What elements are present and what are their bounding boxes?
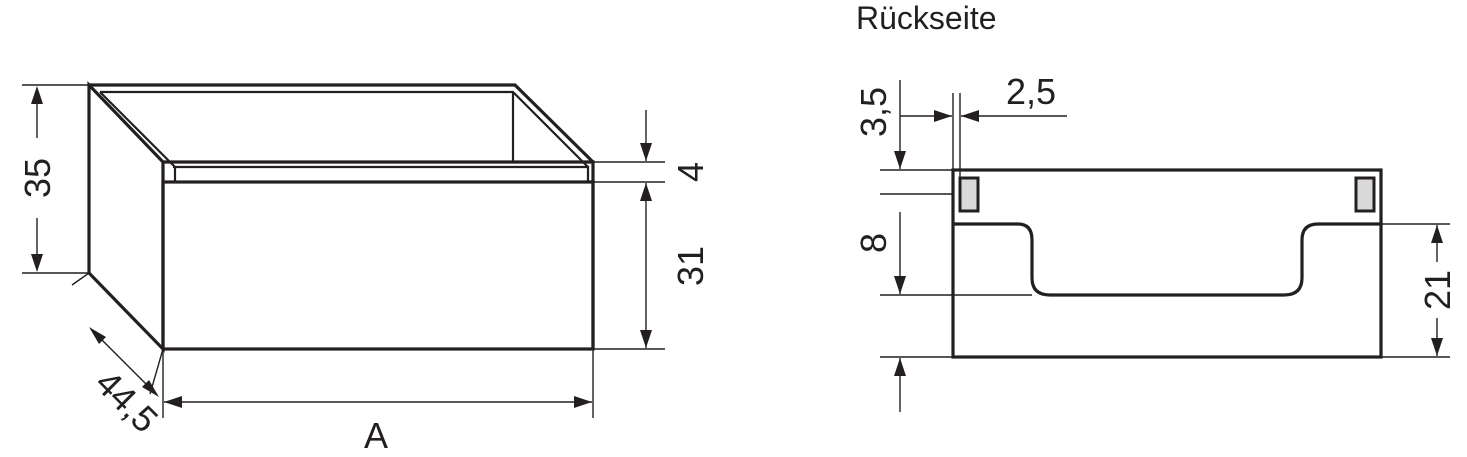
dim-slot-height-label: 8: [853, 233, 894, 253]
dim-depth: 44,5: [71, 272, 167, 441]
rear-view-outline: [951, 168, 1383, 359]
box-left-face: [87, 81, 165, 353]
dim-length-label: A: [364, 415, 388, 456]
dim-rim-height-label: 4: [670, 162, 711, 182]
rear-slot-right: [1354, 176, 1376, 213]
dim-cutout-height: 21: [1381, 223, 1458, 358]
dim-length: A: [162, 349, 594, 456]
box-top-rim-back: [89, 83, 595, 164]
box-top-rim-front: [163, 160, 595, 349]
dim-slot-width-label: 2,5: [1006, 71, 1056, 112]
box-isometric-view: 35 4 31 44,5: [17, 81, 711, 456]
dim-height-total: 35: [17, 84, 89, 274]
dim-edge-offset: 3,5: [853, 80, 953, 171]
box-front-face: [161, 180, 595, 351]
dim-front-height-label: 31: [670, 246, 711, 286]
rear-slot-left: [958, 176, 980, 213]
dim-height-total-label: 35: [17, 158, 58, 198]
dim-edge-offset-label: 3,5: [853, 87, 894, 137]
dim-slot-width: 2,5: [900, 71, 1067, 178]
rear-view-title: Rückseite: [856, 0, 997, 36]
rear-view-cutout: [953, 222, 1381, 297]
dim-depth-label: 44,5: [88, 362, 167, 441]
dim-slot-height: 8: [853, 193, 1032, 412]
dim-rim-and-front-height: 4 31: [593, 110, 711, 350]
box-inner-rim: [99, 90, 589, 168]
box-rim-inner-corners: [173, 165, 590, 182]
dim-cutout-height-label: 21: [1417, 270, 1458, 310]
rear-view: Rückseite 3,5 2,5: [853, 0, 1458, 412]
